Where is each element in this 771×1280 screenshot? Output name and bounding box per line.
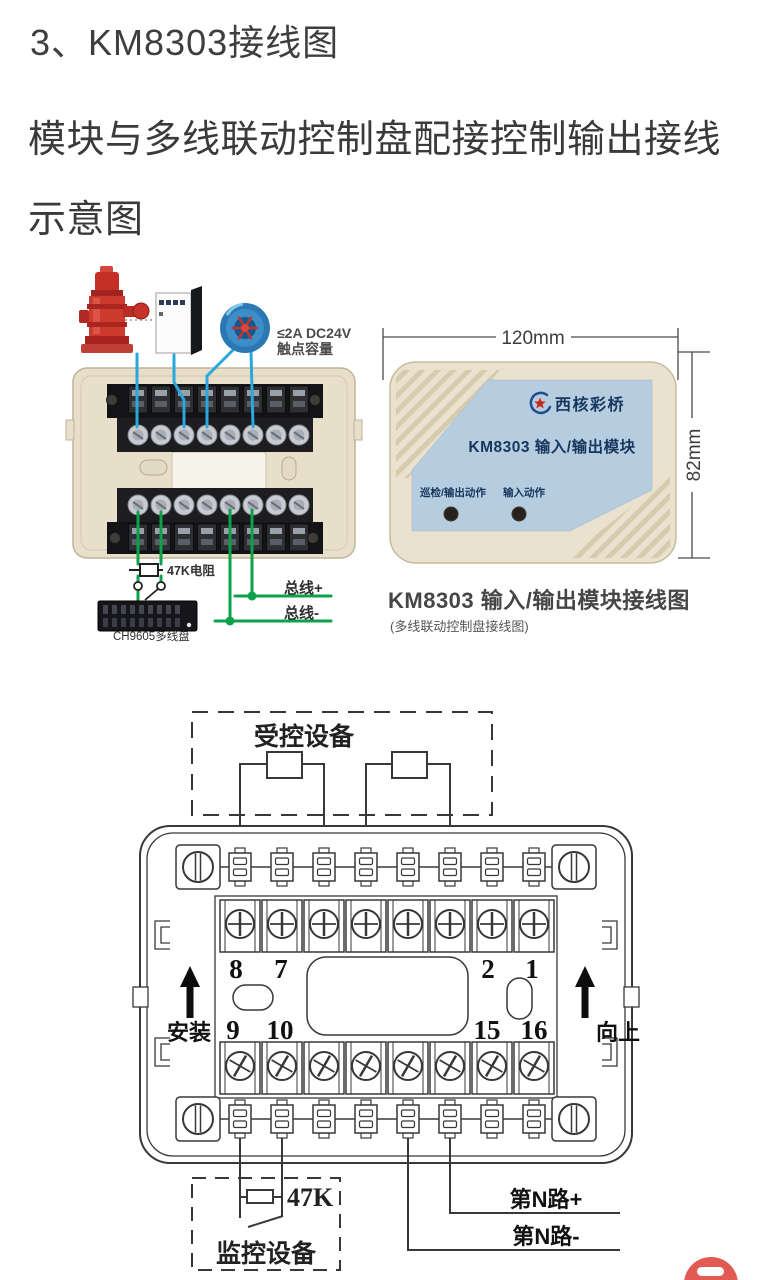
wiring-photo-figure: ≤2A DC24V 触点容量 47K电阻 CH9605多线盘 总线+ 总线-: [65, 266, 363, 643]
terminal-housing: [214, 895, 558, 1099]
bus-minus-label: 总线-: [284, 604, 319, 622]
model-label: KM8303 输入/输出模块: [468, 437, 635, 456]
brand-name: 西核彩桥: [555, 395, 625, 414]
wiring-line-diagram: 受控设备 8 7 2 1: [132, 711, 640, 1271]
left-edge-notch: [132, 986, 149, 1008]
controlled-device-label: 受控设备: [254, 722, 355, 751]
figure-caption: KM8303 输入/输出模块接线图: [388, 588, 690, 613]
terminal-number: 9: [226, 1015, 240, 1045]
multiline-panel-illustration: [97, 600, 198, 632]
top-left-corner-screw: [175, 844, 221, 890]
signal-wires-cyan: [135, 348, 255, 429]
alarm-bell-illustration: [220, 302, 270, 353]
right-edge-notch: [623, 986, 640, 1008]
figure-caption-note: (多线联动控制盘接线图): [390, 619, 529, 634]
controlled-device-box: [191, 711, 493, 816]
install-label: 安装: [167, 1020, 211, 1045]
resistor-symbol: [246, 1189, 274, 1204]
bottom-left-corner-screw: [175, 1096, 221, 1142]
bus-plus-junction: [247, 591, 257, 601]
up-arrow-icon: [575, 966, 595, 1018]
terminal-number: 8: [229, 954, 243, 984]
loop-minus-label: 第N路-: [512, 1224, 579, 1249]
top-right-corner-screw: [551, 844, 597, 890]
contact-rating-label-line2: 触点容量: [276, 341, 333, 357]
brand-logo-icon: [529, 391, 552, 415]
terminal-strips-photo: [106, 384, 323, 554]
dim-height-label: 82mm: [684, 429, 705, 482]
terminal-number: 7: [274, 954, 288, 984]
bus-minus-junction: [225, 616, 235, 626]
product-photo-figure: 120mm 82mm 西核彩桥 KM8303 输入/输出模块 巡检/输出动作 输…: [382, 328, 710, 634]
up-label: 向上: [596, 1020, 640, 1045]
dim-width-label: 120mm: [501, 328, 564, 349]
monitor-device-box: [191, 1177, 341, 1271]
terminal-number: 15: [474, 1015, 501, 1045]
resistor-symbol: [129, 563, 163, 577]
bus-plus-label: 总线+: [284, 579, 323, 597]
terminal-number: 1: [525, 954, 539, 984]
loop-wires: [407, 1138, 620, 1251]
dimension-82mm: [678, 351, 710, 559]
mounting-brackets: [154, 920, 618, 1067]
led-left-label: 巡检/输出动作: [420, 486, 486, 499]
install-arrow-icon: [180, 966, 200, 1018]
dimension-120mm: [382, 328, 679, 380]
monitor-device-label: 监控设备: [216, 1240, 317, 1268]
io-module-product: 西核彩桥 KM8303 输入/输出模块 巡检/输出动作 输入动作: [389, 361, 677, 564]
control-cabinet-illustration: [155, 286, 202, 355]
loop-plus-label: 第N路+: [510, 1187, 583, 1212]
resistor-label: 47K电阻: [167, 563, 215, 578]
back-to-top-arrow-icon: [697, 1267, 724, 1276]
left-mount-hole: [232, 984, 274, 1011]
led-left-indicator: [443, 506, 459, 522]
device-wires: [239, 763, 451, 848]
page-subtitle-line1: 模块与多线联动控制盘配接控制输出接线: [28, 119, 722, 161]
terminal-number: 16: [521, 1015, 548, 1045]
right-mount-hole: [506, 977, 533, 1020]
panel-label: CH9605多线盘: [113, 629, 190, 643]
device-2: [391, 751, 428, 779]
back-to-top-button[interactable]: [684, 1257, 738, 1280]
center-cutout: [306, 956, 469, 1036]
terminal-number: 10: [267, 1015, 294, 1045]
terminal-number: 2: [481, 954, 495, 984]
page-subtitle-line2: 示意图: [28, 199, 144, 241]
switch-symbol: [133, 581, 166, 601]
page-title: 3、KM8303接线图: [30, 22, 340, 63]
led-right-label: 输入动作: [503, 486, 545, 499]
resistor-value-label: 47K: [287, 1183, 334, 1212]
fire-pump-illustration: [79, 266, 150, 353]
contact-rating-label-line1: ≤2A DC24V: [277, 325, 352, 341]
device-1: [266, 751, 303, 779]
label-panel-blue: [411, 379, 653, 532]
led-right-indicator: [511, 506, 527, 522]
bottom-right-corner-screw: [551, 1096, 597, 1142]
